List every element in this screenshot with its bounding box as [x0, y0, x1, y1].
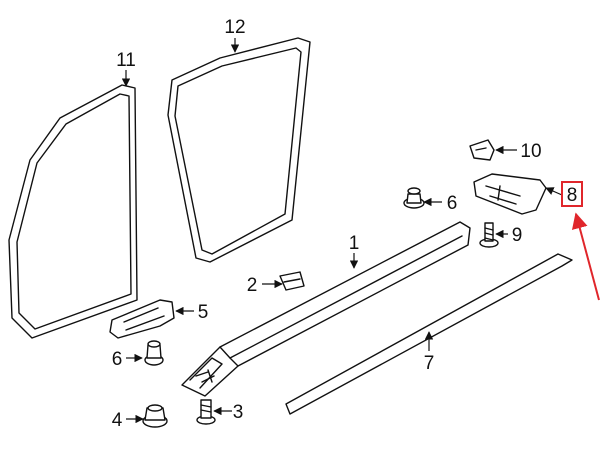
screw-part-3: [196, 399, 216, 425]
callout-4: 4: [112, 410, 123, 431]
callout-6-upper: 6: [447, 193, 458, 214]
rocker-trim-panel: [181, 221, 471, 397]
callout-1: 1: [349, 233, 360, 254]
grommet-part: [279, 271, 305, 291]
callout-2: 2: [247, 275, 258, 296]
callout-6-lower: 6: [112, 349, 123, 370]
callout-8: 8: [567, 185, 578, 206]
leader-8: [545, 187, 563, 196]
callout-12: 12: [224, 17, 245, 38]
door-seal-front: [8, 84, 138, 339]
door-seal-rear: [167, 37, 311, 263]
nut-part-4: [142, 404, 168, 428]
push-pin-upper: [403, 187, 425, 209]
bracket-part-8: [473, 173, 547, 215]
bracket-part: [109, 299, 175, 339]
callout-9: 9: [512, 225, 523, 246]
callout-10: 10: [520, 141, 541, 162]
screw-part-9: [479, 222, 499, 248]
callout-5: 5: [198, 302, 209, 323]
callout-3: 3: [233, 402, 244, 423]
clip-part-10: [469, 139, 495, 161]
callout-11: 11: [116, 50, 136, 71]
highlight-arrow: [571, 212, 600, 301]
push-pin-lower: [144, 340, 164, 366]
callout-7: 7: [424, 353, 435, 374]
highlight-box: [561, 181, 583, 207]
